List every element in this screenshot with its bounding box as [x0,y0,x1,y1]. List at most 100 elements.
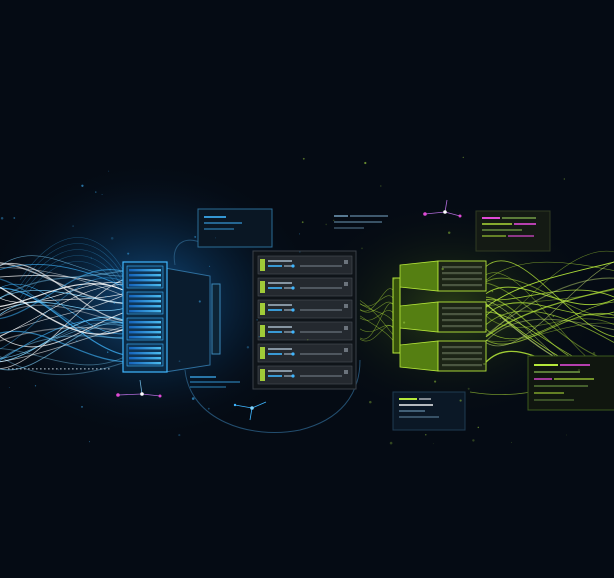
data-stream-line [0,324,124,359]
particle [510,441,513,443]
dot [80,368,82,370]
server-bar [129,284,161,287]
data-stream-line [0,286,124,335]
particle [472,439,475,442]
particle [105,295,107,298]
data-stream-line [485,301,614,340]
data-stream-line [0,312,124,348]
particle [110,237,114,240]
data-stream-line [0,269,124,320]
code-snippet-top-middle [334,215,388,229]
task-row-action [344,304,348,308]
data-stream-line [0,287,124,356]
left-dotted-line [8,368,110,370]
particle [34,385,37,387]
task-row-text [300,331,342,333]
data-stream-line [0,270,124,299]
server-bar [129,274,161,277]
particle [157,335,159,337]
floating-panel-bottom-center [392,391,466,431]
data-stream-line [485,289,614,307]
data-stream-line [0,355,124,376]
dot [88,368,90,370]
task-row-text [268,287,282,289]
task-row-action [344,348,348,352]
particle [95,191,97,193]
task-row-marker [260,325,265,337]
server-unit-bar [442,358,482,361]
task-row-dot [291,330,295,334]
data-stream-line [0,267,124,296]
data-stream-line [0,279,124,370]
particle [380,185,382,187]
particle [403,321,406,324]
server-stack-icon [126,265,164,367]
particle [258,336,260,338]
server-unit-bar [442,346,482,349]
task-row-action [344,370,348,374]
data-stream-line [0,282,124,303]
task-row-dot [291,264,295,268]
data-stream-arc [19,261,124,305]
data-stream-line [485,318,614,342]
particle [577,368,581,372]
dot [28,368,30,370]
particle [108,170,110,172]
dot [40,368,42,370]
server-unit-bar [442,319,482,322]
task-row-marker [260,347,265,359]
particle [333,219,335,222]
server-unit-bar [442,272,482,275]
data-stream-feed [359,295,394,307]
particle [491,290,494,293]
data-stream-line [485,315,614,328]
server-unit-bar [442,307,482,310]
particle [69,290,72,292]
task-row-text [268,260,292,262]
task-row-text [268,304,292,306]
dot [72,368,74,370]
particle [501,350,502,352]
particle [214,237,217,239]
right-server [392,260,487,372]
task-row-marker [260,259,265,271]
task-row-text [300,375,342,377]
task-row-text [284,309,292,311]
center-orbit-arc [184,359,361,433]
dot [8,368,10,370]
server-unit-body [437,340,487,372]
particle [101,193,103,196]
particle [208,265,211,268]
particle [81,406,83,408]
server-unit-body [437,260,487,292]
dot [100,368,102,370]
task-row-text [284,353,292,355]
server-unit-front [399,340,439,372]
floating-panel-right [527,355,614,411]
server-bar [129,347,161,350]
data-stream-line [0,277,124,350]
task-row-text [268,348,292,350]
server-unit-bar [442,352,482,355]
particle [127,252,130,255]
particle [483,362,486,366]
data-stream-arc [19,249,124,293]
server-bar [129,305,161,308]
particle [408,360,410,362]
task-row-text [284,331,292,333]
particle [88,441,90,443]
data-stream-line [0,284,124,337]
particle [301,221,304,224]
particle [191,397,195,400]
particle [552,315,555,318]
server-unit-bar [442,325,482,328]
server-bar [129,295,161,298]
particle [389,441,393,445]
dot [44,368,46,370]
particle [434,380,437,383]
particle [361,247,363,250]
particle [467,387,470,390]
task-row-marker [260,369,265,381]
server-unit-front [399,260,439,292]
task-row-action [344,260,348,264]
